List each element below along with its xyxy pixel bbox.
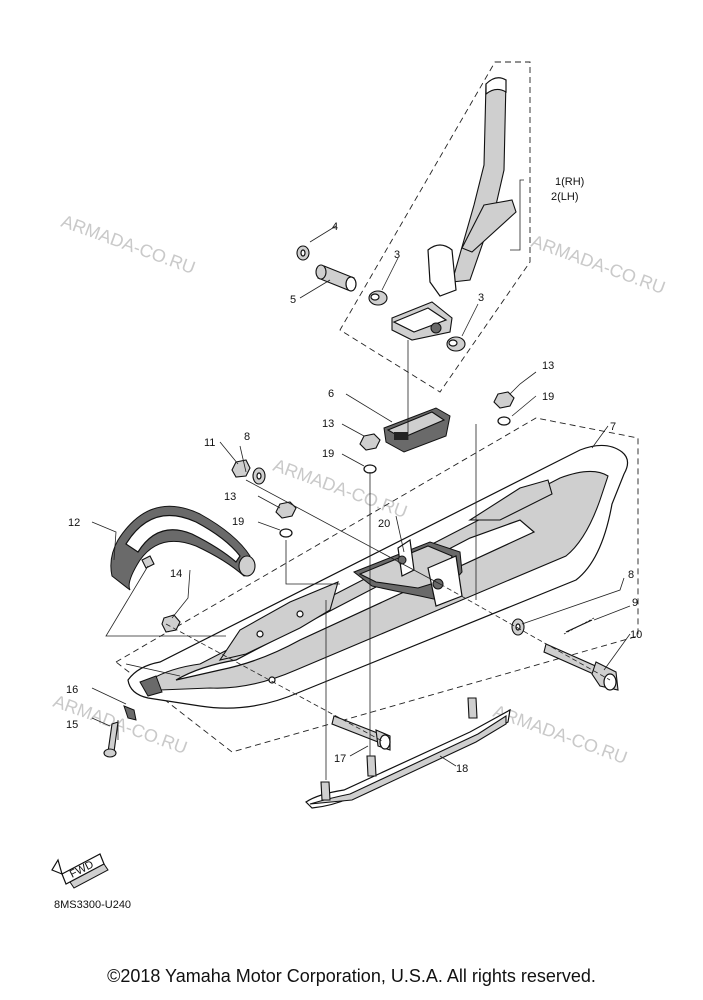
copyright-notice: ©2018 Yamaha Motor Corporation, U.S.A. A… [107, 966, 596, 986]
callout-13: 13 [322, 418, 334, 430]
callouts: 1(RH) 2(LH) 3 3 4 5 6 7 8 8 9 10 11 12 1… [66, 176, 642, 775]
callout-19: 19 [322, 448, 334, 460]
watermark: ARMADA-CO.RU [491, 701, 630, 768]
callout-18: 18 [456, 763, 468, 775]
cotter-pin [563, 617, 595, 635]
callout-5: 5 [290, 294, 296, 306]
ski-handle [110, 505, 256, 591]
ski [127, 444, 629, 709]
nut [493, 391, 515, 426]
bolt [543, 643, 619, 691]
callout-16: 16 [66, 684, 78, 696]
callout-14: 14 [170, 568, 182, 580]
bolt [331, 715, 391, 751]
callout-9: 9 [632, 597, 638, 609]
bushing [446, 336, 466, 352]
collar [315, 264, 357, 292]
spindle-group-outline [339, 61, 531, 393]
callout-12: 12 [68, 517, 80, 529]
callout-1: 1(RH) [555, 176, 584, 188]
bolt [103, 721, 119, 758]
callout-8: 8 [628, 569, 634, 581]
callout-19: 19 [232, 516, 244, 528]
leader-lines [91, 179, 631, 780]
diagram-code: 8MS3300-U240 [54, 899, 131, 911]
callout-2: 2(LH) [551, 191, 579, 203]
callout-4: 4 [332, 221, 338, 233]
watermark: ARMADA-CO.RU [529, 231, 668, 298]
bushing [368, 290, 388, 306]
washer [252, 467, 266, 485]
callout-20: 20 [378, 518, 390, 530]
nut [161, 614, 181, 633]
callout-6: 6 [328, 388, 334, 400]
nut [359, 433, 381, 474]
ski-spindle [391, 77, 517, 341]
callout-13: 13 [542, 360, 554, 372]
runner [305, 697, 511, 809]
callout-7: 7 [610, 421, 616, 433]
callout-15: 15 [66, 719, 78, 731]
callout-17: 17 [334, 753, 346, 765]
nut [231, 459, 251, 478]
callout-19: 19 [542, 391, 554, 403]
watermark: ARMADA-CO.RU [59, 211, 198, 278]
ski-group-outline [115, 417, 639, 753]
nut [275, 501, 297, 538]
washer [511, 618, 525, 636]
nut [141, 555, 155, 569]
ski-saddle [383, 407, 451, 453]
callout-3: 3 [478, 292, 484, 304]
callout-13: 13 [224, 491, 236, 503]
washer [123, 705, 137, 721]
callout-10: 10 [630, 629, 642, 641]
callout-3: 3 [394, 249, 400, 261]
forward-arrow-icon: FWD [51, 853, 109, 889]
callout-8: 8 [244, 431, 250, 443]
washer [296, 245, 310, 261]
callout-11: 11 [204, 437, 215, 449]
